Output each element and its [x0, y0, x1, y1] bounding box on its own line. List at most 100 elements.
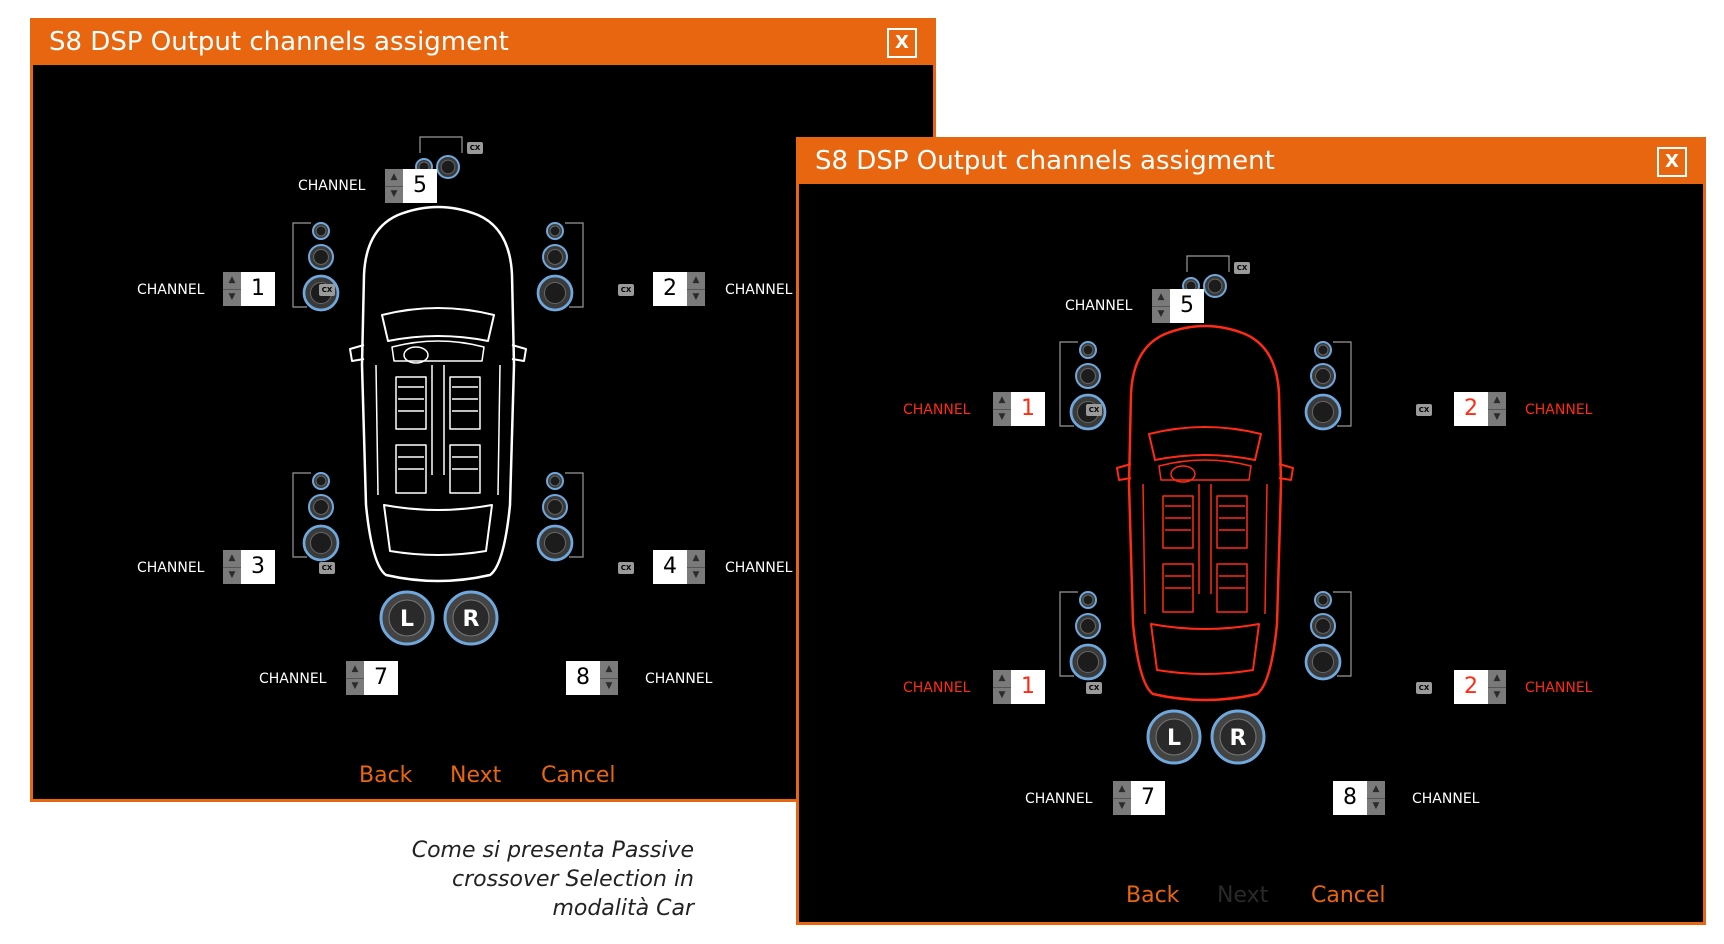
- window-title: S8 DSP Output channels assigment: [815, 146, 1275, 176]
- center-crossover-bracket: [1186, 255, 1230, 272]
- down-arrow-icon[interactable]: ▼: [1157, 309, 1165, 320]
- cancel-button[interactable]: Cancel: [541, 763, 616, 788]
- front-left-midrange-icon: [308, 244, 334, 270]
- up-arrow-icon[interactable]: ▲: [1488, 392, 1506, 410]
- rear-left-tweeter-icon: [1079, 591, 1097, 609]
- up-arrow-icon[interactable]: ▲: [223, 272, 241, 290]
- rear-left-crossover-bracket: [292, 472, 311, 558]
- down-arrow-icon[interactable]: ▼: [998, 690, 1006, 701]
- down-arrow-icon[interactable]: ▼: [1493, 690, 1501, 701]
- rear-left-midrange-icon: [1075, 613, 1101, 639]
- front-left-midrange-icon: [1075, 363, 1101, 389]
- channel-stepper-rear-left[interactable]: ▲▼: [993, 670, 1011, 704]
- caption-line: modalità Car: [552, 896, 694, 921]
- channel-label-front-left: CHANNEL: [903, 402, 971, 418]
- down-arrow-icon[interactable]: ▼: [998, 412, 1006, 423]
- up-arrow-icon[interactable]: ▲: [600, 661, 618, 679]
- channel-stepper-sub-left[interactable]: ▲▼: [1113, 781, 1131, 815]
- rear-left-woofer-icon: [1069, 643, 1107, 681]
- rear-right-crossover-bracket: [1333, 591, 1352, 677]
- channel-value-rear-left[interactable]: 3: [241, 550, 275, 584]
- cx-tag-rear-right: CX: [618, 562, 634, 574]
- car-outline-icon: [1116, 324, 1294, 702]
- up-arrow-icon[interactable]: ▲: [993, 670, 1011, 688]
- rear-right-midrange-icon: [1310, 613, 1336, 639]
- channel-value-sub-left[interactable]: 7: [1131, 781, 1165, 815]
- caption-line: crossover Selection in: [451, 867, 694, 892]
- back-button[interactable]: Back: [359, 763, 413, 788]
- rear-right-crossover-bracket: [565, 472, 584, 558]
- subwoofer-left-icon: L: [1146, 709, 1202, 765]
- next-button[interactable]: Next: [450, 763, 502, 788]
- down-arrow-icon[interactable]: ▼: [605, 681, 613, 692]
- channel-stepper-sub-right[interactable]: ▲▼: [600, 661, 618, 695]
- front-left-tweeter-icon: [1079, 341, 1097, 359]
- channel-value-front-left[interactable]: 1: [241, 272, 275, 306]
- channel-value-front-left[interactable]: 1: [1011, 392, 1045, 426]
- channel-stepper-front-right[interactable]: ▲▼: [1488, 392, 1506, 426]
- up-arrow-icon[interactable]: ▲: [687, 272, 705, 290]
- channel-value-rear-left[interactable]: 1: [1011, 670, 1045, 704]
- next-button: Next: [1217, 883, 1269, 908]
- channel-stepper-front-left[interactable]: ▲▼: [993, 392, 1011, 426]
- close-button[interactable]: X: [1657, 147, 1687, 177]
- channel-stepper-sub-left[interactable]: ▲▼: [346, 661, 364, 695]
- close-button[interactable]: X: [887, 28, 917, 58]
- up-arrow-icon[interactable]: ▲: [993, 392, 1011, 410]
- up-arrow-icon[interactable]: ▲: [385, 169, 403, 187]
- down-arrow-icon[interactable]: ▼: [390, 189, 398, 200]
- center-midrange-icon: [436, 155, 460, 179]
- channel-value-center[interactable]: 5: [1170, 289, 1204, 323]
- back-button[interactable]: Back: [1126, 883, 1180, 908]
- up-arrow-icon[interactable]: ▲: [1488, 670, 1506, 688]
- front-right-midrange-icon: [542, 244, 568, 270]
- subwoofer-right-icon: R: [1210, 709, 1266, 765]
- rear-left-crossover-bracket: [1059, 591, 1078, 677]
- channel-stepper-front-left[interactable]: ▲▼: [223, 272, 241, 306]
- channel-value-sub-left[interactable]: 7: [364, 661, 398, 695]
- channel-value-sub-right[interactable]: 8: [566, 661, 600, 695]
- rear-left-tweeter-icon: [312, 472, 330, 490]
- cx-tag-rear-left: CX: [319, 562, 335, 574]
- channel-stepper-sub-right[interactable]: ▲▼: [1367, 781, 1385, 815]
- channel-label-front-left: CHANNEL: [137, 282, 205, 298]
- cx-tag-front-right: CX: [618, 284, 634, 296]
- down-arrow-icon[interactable]: ▼: [228, 570, 236, 581]
- channel-value-rear-right[interactable]: 2: [1454, 670, 1488, 704]
- channel-label-rear-right: CHANNEL: [725, 560, 793, 576]
- channel-value-sub-right[interactable]: 8: [1333, 781, 1367, 815]
- channel-stepper-rear-left[interactable]: ▲▼: [223, 550, 241, 584]
- channel-label-rear-left: CHANNEL: [903, 680, 971, 696]
- up-arrow-icon[interactable]: ▲: [687, 550, 705, 568]
- down-arrow-icon[interactable]: ▼: [692, 292, 700, 303]
- channel-stepper-rear-right[interactable]: ▲▼: [687, 550, 705, 584]
- up-arrow-icon[interactable]: ▲: [1113, 781, 1131, 799]
- rear-left-woofer-icon: [302, 524, 340, 562]
- channel-label-rear-right: CHANNEL: [1525, 680, 1593, 696]
- channel-value-front-right[interactable]: 2: [653, 272, 687, 306]
- front-right-woofer-icon: [536, 274, 574, 312]
- channel-stepper-center[interactable]: ▲▼: [385, 169, 403, 203]
- down-arrow-icon[interactable]: ▼: [228, 292, 236, 303]
- channel-stepper-front-right[interactable]: ▲▼: [687, 272, 705, 306]
- channel-value-front-right[interactable]: 2: [1454, 392, 1488, 426]
- down-arrow-icon[interactable]: ▼: [1372, 801, 1380, 812]
- up-arrow-icon[interactable]: ▲: [1367, 781, 1385, 799]
- down-arrow-icon[interactable]: ▼: [692, 570, 700, 581]
- cancel-button[interactable]: Cancel: [1311, 883, 1386, 908]
- down-arrow-icon[interactable]: ▼: [351, 681, 359, 692]
- channel-value-center[interactable]: 5: [403, 169, 437, 203]
- channel-value-rear-right[interactable]: 4: [653, 550, 687, 584]
- channel-stepper-rear-right[interactable]: ▲▼: [1488, 670, 1506, 704]
- car-outline-icon: [349, 205, 527, 583]
- channel-label-sub-right: CHANNEL: [1412, 791, 1480, 807]
- channel-stepper-center[interactable]: ▲▼: [1152, 289, 1170, 323]
- down-arrow-icon[interactable]: ▼: [1493, 412, 1501, 423]
- up-arrow-icon[interactable]: ▲: [1152, 289, 1170, 307]
- up-arrow-icon[interactable]: ▲: [346, 661, 364, 679]
- channel-label-center: CHANNEL: [298, 178, 366, 194]
- down-arrow-icon[interactable]: ▼: [1118, 801, 1126, 812]
- up-arrow-icon[interactable]: ▲: [223, 550, 241, 568]
